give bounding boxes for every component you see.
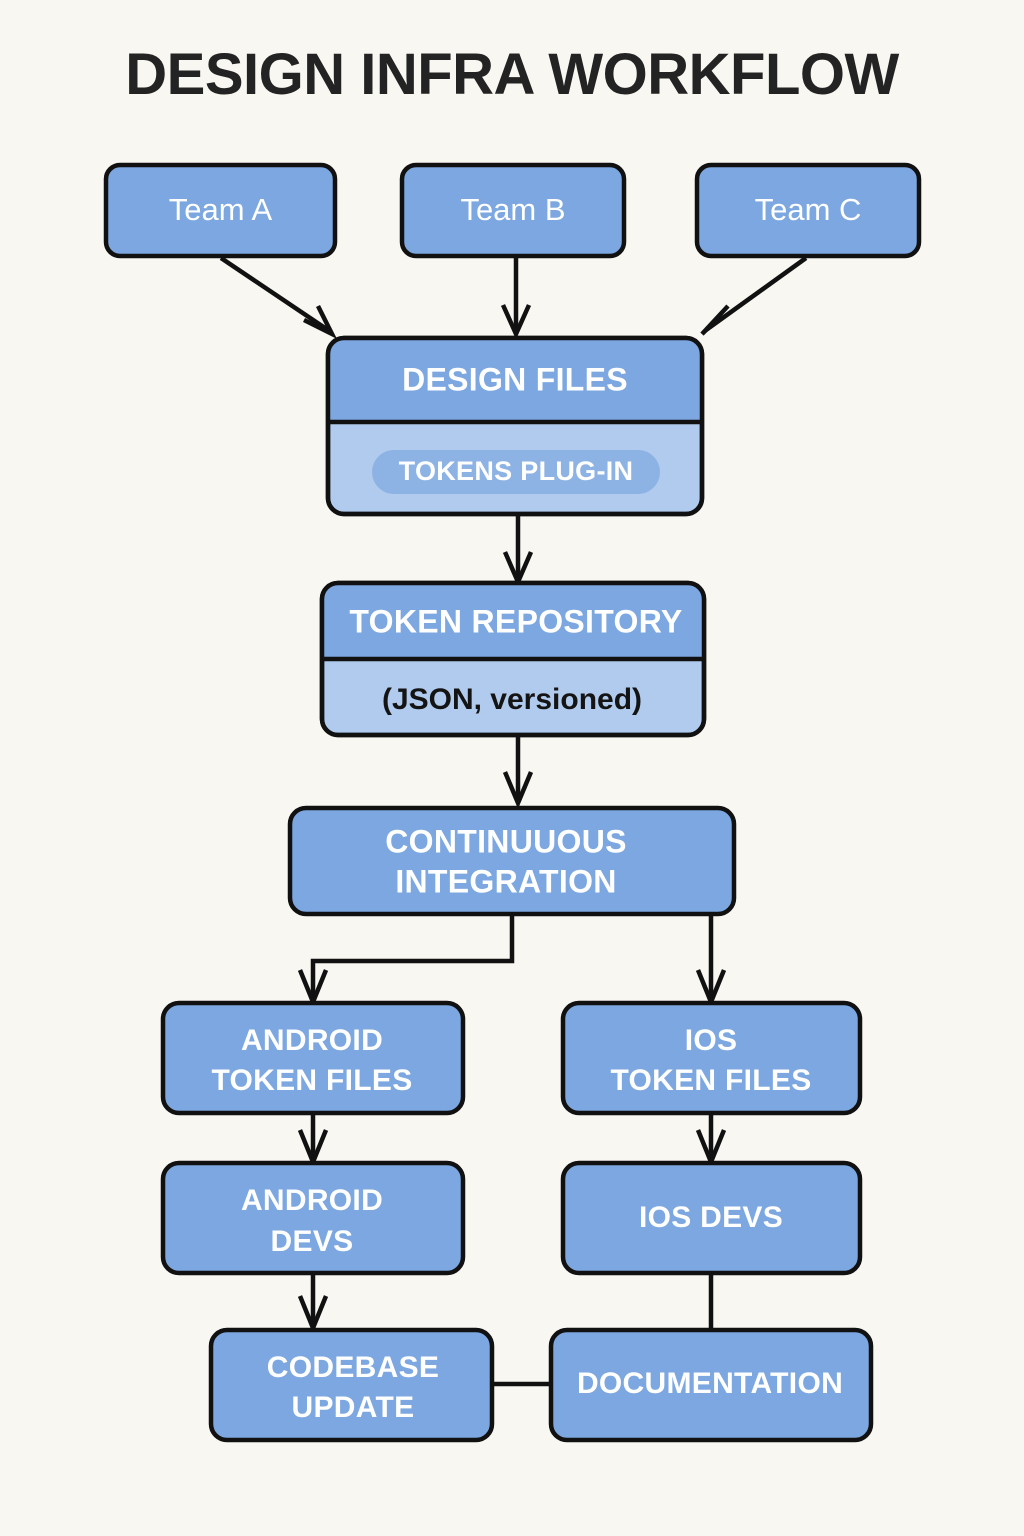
team-a-label: Team A — [169, 192, 273, 227]
token-repository-header-fill — [322, 583, 704, 659]
team-c-label: Team C — [755, 192, 862, 227]
codebase-update-label-line1: CODEBASE — [267, 1351, 439, 1384]
node-android-token-files[interactable]: ANDROID TOKEN FILES — [160, 1000, 466, 1116]
edge-team-a-to-design-files — [219, 256, 338, 340]
design-files-outline — [325, 335, 705, 517]
android-token-files-label-line2: TOKEN FILES — [211, 1064, 412, 1097]
continuous-integration-label-line2: INTEGRATION — [395, 863, 616, 899]
edge-continuous-integration-to-android-token-files — [297, 914, 515, 1008]
node-continuous-integration[interactable]: CONTINUUOUS INTEGRATION — [287, 805, 737, 917]
edge-continuous-integration-to-ios-token-files — [695, 914, 727, 1008]
codebase-update-label-line2: UPDATE — [292, 1391, 415, 1424]
documentation-box[interactable] — [548, 1327, 874, 1443]
node-ios-token-files[interactable]: IOS TOKEN FILES — [560, 1000, 863, 1116]
documentation-label: DOCUMENTATION — [577, 1367, 843, 1400]
tokens-plugin-label: TOKENS PLUG-IN — [399, 456, 634, 486]
node-documentation[interactable]: DOCUMENTATION — [548, 1327, 874, 1443]
page-title: DESIGN INFRA WORKFLOW — [125, 42, 899, 107]
design-files-header-label: DESIGN FILES — [402, 361, 628, 397]
team-b-label: Team B — [460, 192, 565, 227]
node-codebase-update[interactable]: CODEBASE UPDATE — [208, 1327, 495, 1443]
android-devs-label-line1: ANDROID — [241, 1184, 383, 1217]
node-team-a[interactable]: Team A — [103, 162, 338, 259]
token-repository-subtitle: (JSON, versioned) — [382, 683, 642, 716]
edge-android-devs-to-codebase-update — [297, 1273, 329, 1334]
ios-devs-label: IOS DEVS — [639, 1201, 783, 1234]
design-files-header-fill — [328, 338, 702, 422]
edge-ios-token-files-to-ios-devs — [695, 1113, 727, 1168]
edge-design-files-to-token-repository — [502, 514, 534, 588]
node-team-c[interactable]: Team C — [694, 162, 922, 259]
team-a-box[interactable] — [103, 162, 338, 259]
edge-team-b-to-design-files — [500, 258, 532, 340]
node-token-repository[interactable]: TOKEN REPOSITORY (JSON, versioned) — [319, 580, 707, 738]
edge-team-c-to-design-files — [700, 256, 808, 336]
codebase-update-box[interactable] — [208, 1327, 495, 1443]
edge-android-token-files-to-android-devs — [297, 1113, 329, 1168]
team-b-box[interactable] — [399, 162, 627, 259]
edge-token-repository-to-continuous-integration — [502, 735, 534, 809]
android-token-files-label-line1: ANDROID — [241, 1024, 383, 1057]
node-team-b[interactable]: Team B — [399, 162, 627, 259]
node-android-devs[interactable]: ANDROID DEVS — [160, 1160, 466, 1276]
node-design-files[interactable]: DESIGN FILES TOKENS PLUG-IN — [325, 335, 705, 517]
android-devs-label-line2: DEVS — [271, 1225, 354, 1258]
token-repository-header-label: TOKEN REPOSITORY — [349, 603, 682, 639]
team-c-box[interactable] — [694, 162, 922, 259]
tokens-plugin-badge[interactable] — [372, 450, 660, 494]
continuous-integration-label-line1: CONTINUUOUS — [385, 823, 627, 859]
ios-token-files-label-line2: TOKEN FILES — [610, 1064, 811, 1097]
node-ios-devs[interactable]: IOS DEVS — [560, 1160, 863, 1276]
ios-token-files-label-line1: IOS — [685, 1024, 738, 1057]
